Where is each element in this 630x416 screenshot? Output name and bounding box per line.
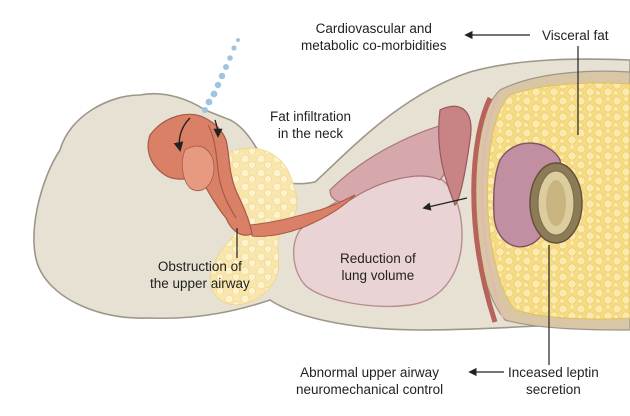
label-abnormal-upper-airway-control: Abnormal upper airway neuromechanical co…	[296, 365, 444, 397]
label-cardiovascular-comorbidities: Cardiovascular and metabolic co-morbidit…	[301, 21, 447, 53]
airflow-arrow	[173, 117, 191, 152]
annotation-lines	[236, 30, 579, 377]
nose-airflow-arrow	[213, 119, 223, 138]
label-increased-leptin-secretion: Inceased leptin secretion	[508, 365, 599, 397]
breath-bubbles	[202, 38, 240, 113]
label-reduction-lung-volume: Reduction of lung volume	[340, 251, 416, 283]
tongue	[181, 145, 215, 192]
label-fat-infiltration-neck: Fat infiltration in the neck	[270, 109, 352, 141]
abdominal-muscle-band	[471, 96, 498, 323]
heart	[438, 105, 472, 207]
label-visceral-fat: Visceral fat	[542, 28, 609, 43]
label-obstruction-upper-airway: Obstruction of the upper airway	[150, 259, 250, 291]
trachea	[249, 194, 356, 237]
